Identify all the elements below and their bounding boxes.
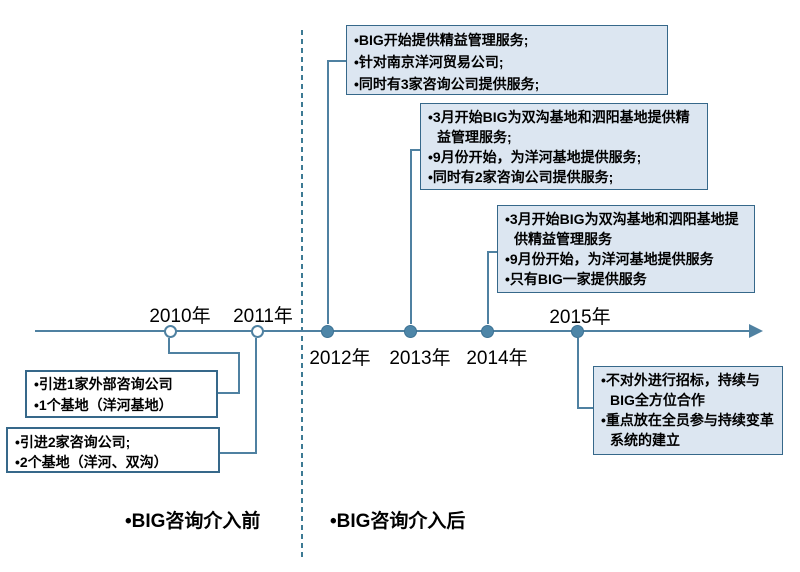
year-label-2015: 2015年 xyxy=(549,307,611,328)
year-marker-2013 xyxy=(404,325,417,338)
year-marker-2014 xyxy=(481,325,494,338)
year-label-2010: 2010年 xyxy=(149,306,211,327)
event-line: •同时有2家咨询公司提供服务; xyxy=(428,169,614,185)
event-line: •重点放在全员参与持续变革系统的建立 xyxy=(601,412,774,448)
event-line: •1个基地（洋河基地） xyxy=(34,397,173,413)
year-marker-2010 xyxy=(164,325,177,338)
year-label-2012: 2012年 xyxy=(309,348,371,369)
year-marker-2011 xyxy=(251,325,264,338)
caption-after-big: •BIG咨询介入后 xyxy=(330,511,466,532)
event-line: •BIG开始提供精益管理服务; xyxy=(354,32,529,48)
year-marker-2012 xyxy=(321,325,334,338)
timeline-arrow-icon xyxy=(749,324,763,338)
event-line: •9月份开始，为洋河基地提供服务 xyxy=(505,251,714,267)
event-line: •同时有3家咨询公司提供服务; xyxy=(354,76,540,92)
event-line: •3月开始BIG为双沟基地和泗阳基地提供精益管理服务; xyxy=(428,109,690,145)
event-line: •9月份开始，为洋河基地提供服务; xyxy=(428,149,642,165)
event-box-2013: •3月开始BIG为双沟基地和泗阳基地提供精益管理服务; •9月份开始，为洋河基地… xyxy=(420,103,708,190)
event-line: •2个基地（洋河、双沟） xyxy=(15,454,168,470)
event-box-2015: •不对外进行招标，持续与BIG全方位合作 •重点放在全员参与持续变革系统的建立 xyxy=(593,366,783,455)
event-line: •针对南京洋河贸易公司; xyxy=(354,54,504,70)
event-line: •3月开始BIG为双沟基地和泗阳基地提供精益管理服务 xyxy=(505,211,739,247)
event-box-2012: •BIG开始提供精益管理服务; •针对南京洋河贸易公司; •同时有3家咨询公司提… xyxy=(346,25,668,95)
event-line: •不对外进行招标，持续与BIG全方位合作 xyxy=(601,372,760,408)
caption-before-big: •BIG咨询介入前 xyxy=(125,511,261,532)
event-line: •引进1家外部咨询公司 xyxy=(34,376,173,392)
event-box-2011: •引进2家咨询公司; •2个基地（洋河、双沟） xyxy=(6,427,220,473)
event-line: •引进2家咨询公司; xyxy=(15,434,131,450)
year-marker-2015 xyxy=(571,325,584,338)
year-label-2011: 2011年 xyxy=(233,306,293,327)
event-line: •只有BIG一家提供服务 xyxy=(505,271,647,287)
phase-divider-dashed-line xyxy=(301,30,303,558)
event-box-2014: •3月开始BIG为双沟基地和泗阳基地提供精益管理服务 •9月份开始，为洋河基地提… xyxy=(497,205,755,293)
year-label-2014: 2014年 xyxy=(466,348,528,369)
year-label-2013: 2013年 xyxy=(389,348,451,369)
timeline-axis xyxy=(35,330,751,332)
event-box-2010: •引进1家外部咨询公司 •1个基地（洋河基地） xyxy=(25,370,218,418)
